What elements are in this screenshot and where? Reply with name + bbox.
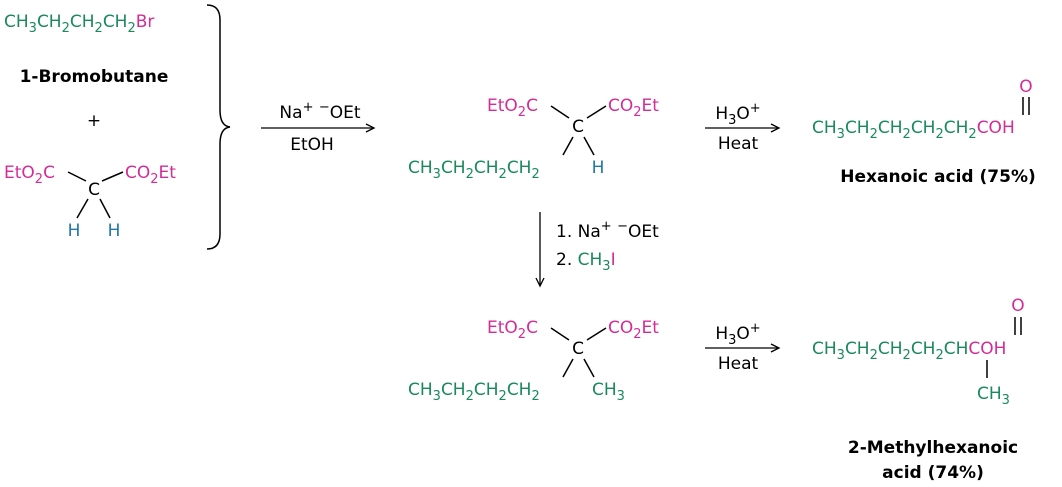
- int1-central-carbon: C: [572, 117, 584, 137]
- int2-butyl-chain: CH3CH2CH2CH2: [408, 380, 540, 404]
- hydrolysis-bottom-arrowhead: [770, 343, 781, 353]
- malonate-bond-h-left: [76, 198, 89, 219]
- bromobutane-name: 1-Bromobutane: [20, 67, 169, 87]
- product2-formula: CH3CH2CH2CH2CHCOH: [812, 339, 1006, 363]
- step2-line1: 1. Na+ −OEt: [556, 219, 659, 242]
- int1-bond-h: [583, 136, 595, 156]
- int1-right-ester: CO2Et: [608, 96, 659, 120]
- hydrolysis-bottom-condition: Heat: [718, 354, 759, 374]
- int2-bond-right: [586, 327, 607, 341]
- int1-bond-left: [550, 105, 570, 119]
- int2-central-carbon: C: [572, 339, 584, 359]
- step1-arrowhead: [365, 123, 376, 133]
- product1-name: Hexanoic acid (75%): [840, 167, 1036, 187]
- malonate-h-left: H: [68, 221, 81, 241]
- malonate-central-carbon: C: [88, 180, 100, 200]
- product1-carbonyl-oxygen: O: [1019, 77, 1032, 97]
- malonate-left-ester: EtO2C: [4, 163, 55, 187]
- hydrolysis-top-reagent: H3O+: [715, 101, 760, 128]
- hydrolysis-top-arrowhead: [770, 123, 781, 133]
- int1-butyl-chain: CH3CH2CH2CH2: [408, 158, 540, 182]
- malonate-right-ester: CO2Et: [125, 163, 176, 187]
- int2-left-ester: EtO2C: [487, 318, 538, 342]
- bromobutane-formula: CH3CH2CH2CH2Br: [4, 12, 154, 36]
- product1-formula: CH3CH2CH2CH2CH2COH: [812, 118, 1015, 142]
- int1-left-ester: EtO2C: [487, 96, 538, 120]
- step1-reagent-bottom: EtOH: [290, 135, 334, 155]
- int2-bond-methyl: [583, 358, 595, 378]
- int1-bond-chain: [562, 136, 574, 156]
- step1-reagent-top: Na+ −OEt: [279, 100, 360, 123]
- hydrolysis-top-condition: Heat: [718, 134, 759, 154]
- product2-name-line1: 2-Methylhexanoic: [848, 438, 1018, 458]
- product2-methyl: CH3: [977, 384, 1010, 408]
- plus-sign: +: [87, 111, 101, 131]
- step2-line2: 2. CH3I: [556, 250, 616, 274]
- malonate-h-right: H: [108, 221, 121, 241]
- int2-bond-chain: [562, 358, 574, 378]
- int1-h: H: [592, 158, 605, 178]
- reactant-brace: [206, 4, 231, 250]
- int2-right-ester: CO2Et: [608, 318, 659, 342]
- int2-bond-left: [550, 327, 570, 341]
- malonate-bond-left: [67, 171, 87, 182]
- malonate-bond-h-right: [99, 198, 111, 219]
- hydrolysis-bottom-reagent: H3O+: [715, 321, 760, 348]
- product2-carbonyl-oxygen: O: [1011, 296, 1024, 316]
- step2-arrowhead: [535, 277, 545, 288]
- malonate-bond-right: [101, 171, 124, 182]
- int2-methyl: CH3: [592, 380, 625, 404]
- int1-bond-right: [586, 105, 607, 119]
- product2-name-line2: acid (74%): [882, 463, 984, 483]
